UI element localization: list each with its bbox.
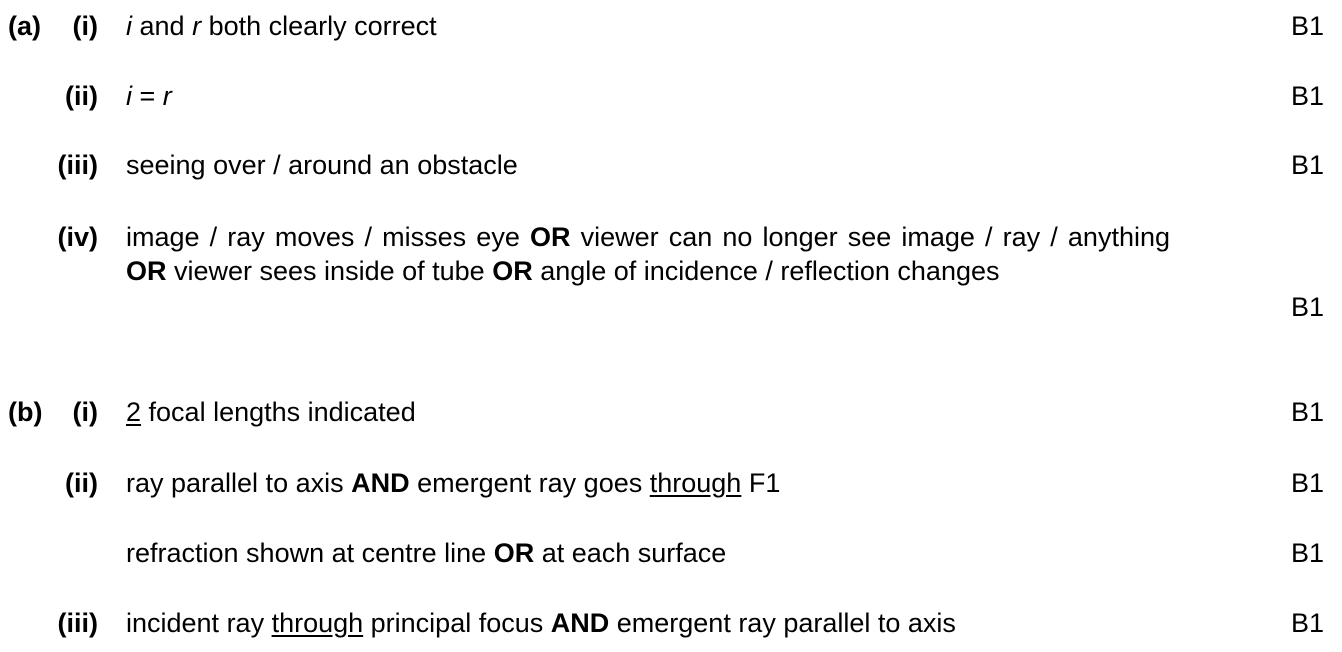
text-segment: emergent ray goes (409, 468, 650, 498)
text-segment: OR (492, 256, 533, 286)
text-segment: and (132, 11, 193, 41)
text-segment: incident ray (126, 608, 272, 638)
text-segment: = (132, 81, 163, 111)
answer-text: i and r both clearly correct (126, 9, 437, 43)
text-segment: r (162, 81, 172, 111)
text-segment: i (126, 11, 132, 41)
item-number: (iv) (57, 222, 99, 252)
text-segment: refraction shown at centre line (126, 538, 494, 568)
text-segment: emergent ray parallel to axis (609, 608, 956, 638)
mark-value: B1 (1290, 538, 1324, 568)
text-segment: seeing over / around an obstacle (126, 150, 518, 180)
text-segment: angle of incidence / reflection changes (532, 256, 1000, 286)
text-segment: OR (529, 222, 571, 252)
part-label-b: (b) (8, 397, 43, 427)
text-segment: ray parallel to axis (126, 468, 352, 498)
item-number: (ii) (65, 468, 98, 498)
text-segment: OR (126, 256, 167, 286)
text-segment: r (192, 11, 202, 41)
answer-text: image / ray moves / misses eye OR viewer… (126, 220, 1170, 288)
text-segment: through (649, 468, 742, 498)
mark-value: B1 (1290, 11, 1324, 41)
answer-text: seeing over / around an obstacle (126, 148, 518, 182)
answer-text: 2 focal lengths indicated (126, 395, 416, 429)
text-segment: viewer can no longer see image / ray / a… (570, 222, 1170, 252)
text-segment: both clearly correct (201, 11, 437, 41)
text-segment: through (271, 608, 364, 638)
mark-value: B1 (1290, 468, 1324, 498)
item-number: (iii) (57, 608, 99, 638)
text-segment: focal lengths indicated (141, 397, 416, 427)
answer-text: refraction shown at centre line OR at ea… (126, 536, 726, 570)
item-number: (ii) (65, 81, 98, 111)
text-segment: F1 (741, 468, 781, 498)
mark-value: B1 (1290, 608, 1324, 638)
answer-text: incident ray through principal focus AND… (126, 606, 956, 640)
text-segment: at each surface (534, 538, 727, 568)
item-number: (i) (72, 11, 98, 41)
text-segment: viewer sees inside of tube (166, 256, 493, 286)
text-segment: principal focus (363, 608, 551, 638)
part-label-a: (a) (8, 11, 41, 41)
text-segment: AND (351, 468, 410, 498)
text-segment: i (126, 81, 132, 111)
item-number: (iii) (57, 150, 99, 180)
mark-value: B1 (1290, 292, 1324, 322)
mark-value: B1 (1290, 150, 1324, 180)
text-segment: 2 (126, 397, 142, 427)
item-number: (i) (72, 397, 98, 427)
text-segment: OR (493, 538, 535, 568)
text-segment: image / ray moves / misses eye (126, 222, 530, 252)
answer-text: i = r (126, 79, 172, 113)
answer-text: ray parallel to axis AND emergent ray go… (126, 466, 780, 500)
text-segment: AND (550, 608, 610, 638)
mark-value: B1 (1290, 397, 1324, 427)
mark-value: B1 (1290, 81, 1324, 111)
